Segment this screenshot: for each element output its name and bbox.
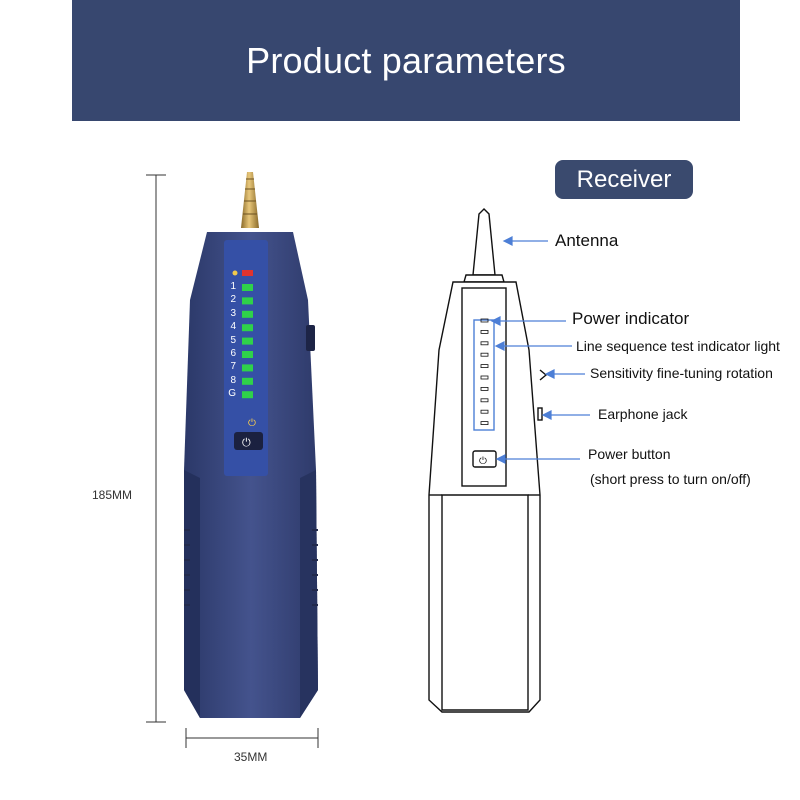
drawing-led xyxy=(480,421,489,426)
device-led-label: 7 xyxy=(230,361,236,373)
device-led-8 xyxy=(242,377,253,385)
drawing-led xyxy=(480,375,489,380)
drawing-led-column xyxy=(480,318,489,426)
height-dimension-label: 185MM xyxy=(92,488,133,502)
callout-arrows xyxy=(490,236,590,464)
device-led-3 xyxy=(242,310,253,318)
device-led-label: 8 xyxy=(230,374,236,386)
device-body xyxy=(184,232,318,718)
header-banner: Product parameters xyxy=(72,0,740,121)
device-led-G xyxy=(242,391,253,399)
drawing-led xyxy=(480,329,489,334)
device-led-label: 5 xyxy=(230,334,236,346)
device-led-label: G xyxy=(228,388,236,400)
device-led-1 xyxy=(242,284,253,291)
drawing-led xyxy=(480,341,489,346)
receiver-line-drawing: ⏻ xyxy=(428,208,548,713)
svg-text:⏻: ⏻ xyxy=(242,436,251,449)
device-led-6 xyxy=(242,351,253,358)
callout-power-indicator: Power indicator xyxy=(572,309,690,328)
device-power-indicator-led xyxy=(232,270,253,276)
svg-text:⏻: ⏻ xyxy=(248,418,256,429)
device-led-label: 4 xyxy=(230,321,236,333)
height-dimension-line xyxy=(146,174,166,723)
device-led-4 xyxy=(242,324,253,332)
callout-power-button-note: (short press to turn on/off) xyxy=(590,471,751,487)
drawing-led xyxy=(480,352,489,357)
receiver-badge: Receiver xyxy=(555,160,693,199)
page-title: Product parameters xyxy=(246,39,566,81)
drawing-led xyxy=(480,318,489,323)
callout-earphone-jack: Earphone jack xyxy=(598,406,688,422)
drawing-led xyxy=(480,364,489,369)
device-power-button: ⏻ ⏻ xyxy=(234,418,263,450)
callout-antenna: Antenna xyxy=(555,231,619,250)
width-dimension-line xyxy=(185,728,319,748)
receiver-badge-label: Receiver xyxy=(576,165,672,193)
device-led-label: 3 xyxy=(230,307,236,319)
device-led-2 xyxy=(242,297,253,305)
callout-power-button: Power button xyxy=(588,446,671,462)
drawing-led xyxy=(480,398,489,403)
drawing-led xyxy=(480,386,489,391)
device-led-label: 6 xyxy=(230,348,236,359)
device-led-7 xyxy=(242,364,253,372)
device-led-column xyxy=(242,284,253,399)
svg-text:⏻: ⏻ xyxy=(479,456,487,467)
device-led-label: 1 xyxy=(230,281,236,292)
drawing-led xyxy=(480,409,489,414)
width-dimension-label: 35MM xyxy=(234,750,268,764)
callout-sensitivity: Sensitivity fine-tuning rotation xyxy=(590,365,773,381)
device-led-5 xyxy=(242,337,253,345)
device-led-label: 2 xyxy=(230,294,236,306)
callout-line-sequence: Line sequence test indicator light xyxy=(576,338,780,354)
device-antenna xyxy=(241,172,259,228)
